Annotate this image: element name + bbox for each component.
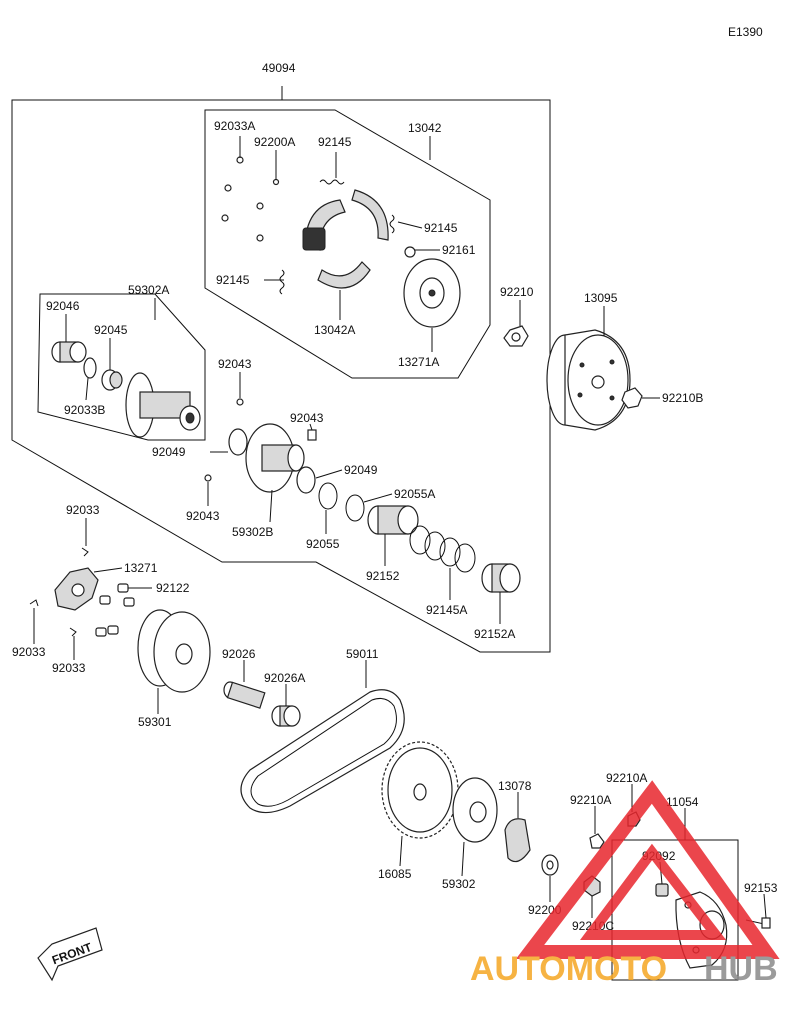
diagram-code: E1390 xyxy=(728,25,763,39)
label-92152A: 92152A xyxy=(474,627,515,641)
label-92049-right: 92049 xyxy=(344,463,378,477)
label-13271A: 13271A xyxy=(398,355,439,369)
label-59301: 59301 xyxy=(138,715,172,729)
label-92145-left: 92145 xyxy=(216,273,250,287)
clutch-plate-13271A xyxy=(403,246,461,328)
clutch-spring-right xyxy=(389,214,395,234)
collar-92152A xyxy=(481,563,521,593)
label-92033-bottom: 92033 xyxy=(52,661,86,675)
label-59302B: 59302B xyxy=(232,525,273,539)
clutch-pins xyxy=(221,156,280,242)
label-92043-low: 92043 xyxy=(186,509,220,523)
oil-seal-92049-left xyxy=(228,428,248,456)
label-92033-left: 92033 xyxy=(12,645,46,659)
label-92210B: 92210B xyxy=(662,391,703,405)
circlip-92055A xyxy=(345,494,365,522)
label-92026: 92026 xyxy=(222,647,256,661)
label-92145-top: 92145 xyxy=(318,135,352,149)
clutch-housing-13095 xyxy=(546,329,631,431)
fan-59302 xyxy=(452,777,498,843)
nut-92210B xyxy=(621,387,643,409)
label-92152: 92152 xyxy=(366,569,400,583)
gear-16085 xyxy=(381,741,459,839)
label-13042: 13042 xyxy=(408,121,442,135)
clutch-spring-lower xyxy=(279,269,285,295)
label-59302A: 59302A xyxy=(128,283,169,297)
label-16085: 16085 xyxy=(378,867,412,881)
label-92210A-mid: 92210A xyxy=(570,793,611,807)
label-92033B: 92033B xyxy=(64,403,105,417)
assembly-59302A-outline xyxy=(37,293,206,441)
clip-92033-bottom xyxy=(69,627,77,637)
bushing-92026A xyxy=(271,705,301,727)
oil-seal-92049-right xyxy=(296,466,316,494)
label-92153: 92153 xyxy=(744,881,778,895)
clip-92033-left xyxy=(29,599,39,607)
label-92049-left: 92049 xyxy=(152,445,186,459)
watermark-text-gray: HUB xyxy=(704,950,778,988)
label-13078: 13078 xyxy=(498,779,532,793)
watermark-logo: AUTOMOTO HUB xyxy=(470,780,780,988)
nut-92210 xyxy=(503,325,529,347)
label-92200A: 92200A xyxy=(254,135,295,149)
label-92055: 92055 xyxy=(306,537,340,551)
part-labels: E1390 49094 92033A 92200A 92145 13042 92… xyxy=(12,25,778,933)
label-92026A: 92026A xyxy=(264,671,305,685)
label-13042A: 13042A xyxy=(314,323,355,337)
washer-92200 xyxy=(541,854,559,876)
nut-92210A-mid xyxy=(589,833,605,849)
bearing-92046 xyxy=(51,341,87,363)
driven-face-59302A xyxy=(125,372,201,438)
pin-92043-mid xyxy=(307,429,317,441)
label-59011: 59011 xyxy=(346,647,379,661)
label-92145-right: 92145 xyxy=(424,221,458,235)
bushing-92092 xyxy=(655,883,669,897)
label-49094: 49094 xyxy=(262,61,296,75)
label-92033-top: 92033 xyxy=(66,503,100,517)
front-arrow-icon: FRONT xyxy=(37,927,103,982)
watermark-text-orange: AUTOMOTO xyxy=(470,950,667,988)
rollers-92122 xyxy=(95,583,135,637)
clutch-spring-top xyxy=(319,179,345,185)
label-92045: 92045 xyxy=(94,323,128,337)
label-92161: 92161 xyxy=(442,243,476,257)
collar-92026 xyxy=(223,681,266,709)
label-92122: 92122 xyxy=(156,581,190,595)
label-92046: 92046 xyxy=(46,299,80,313)
label-92145A: 92145A xyxy=(426,603,467,617)
label-59302: 59302 xyxy=(442,877,476,891)
assembly-13042-outline xyxy=(204,109,491,379)
label-92043-top: 92043 xyxy=(218,357,252,371)
drive-face-59301 xyxy=(137,609,211,693)
bearing-92045 xyxy=(101,369,123,391)
driven-face-59302B xyxy=(245,423,305,493)
pin-92043-low xyxy=(204,474,212,482)
spring-92145A xyxy=(409,525,476,573)
label-92033A: 92033A xyxy=(214,119,255,133)
leader-lines xyxy=(33,136,767,919)
ramp-plate-13271 xyxy=(54,567,99,611)
clutch-shoe-left xyxy=(302,189,389,289)
clip-92033-top xyxy=(81,547,89,557)
collar-92152 xyxy=(367,505,419,535)
label-92043-mid: 92043 xyxy=(290,411,324,425)
one-way-clutch-13078 xyxy=(504,818,531,863)
label-13271: 13271 xyxy=(124,561,158,575)
oil-seal-92049-inner xyxy=(83,357,97,379)
label-11054: 11054 xyxy=(666,795,699,809)
circlip-92055 xyxy=(318,482,338,510)
label-92210: 92210 xyxy=(500,285,534,299)
drive-belt-59011 xyxy=(240,689,405,814)
label-13095: 13095 xyxy=(584,291,618,305)
label-92055A: 92055A xyxy=(394,487,435,501)
pin-92043-top xyxy=(236,398,244,406)
label-92210A-top: 92210A xyxy=(606,771,647,785)
